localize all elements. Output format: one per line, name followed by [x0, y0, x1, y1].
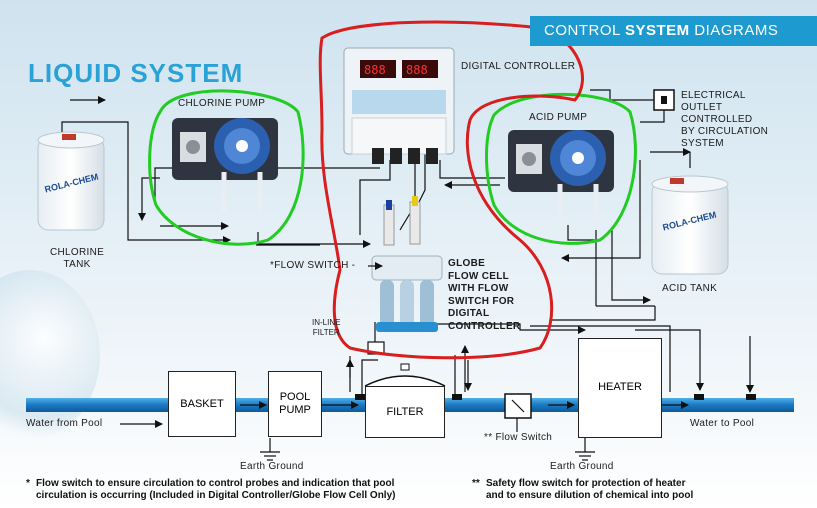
chlorine-tank-label: CHLORINE TANK [50, 247, 105, 270]
footnote-2-marker: ** [472, 478, 480, 489]
filter-label: FILTER [386, 405, 424, 418]
earth-ground-symbol-2 [575, 438, 595, 461]
footnote-1-marker: * [26, 478, 30, 489]
footnote-2-line2: and to ensure dilution of chemical into … [486, 490, 694, 501]
flow-switch-double-label: ** Flow Switch [484, 432, 553, 443]
pool-pump-box: POOL PUMP [268, 371, 322, 437]
banner-bold: SYSTEM [624, 22, 690, 39]
acid-tank [651, 175, 729, 275]
chlorine-pump-device [172, 118, 278, 212]
inline-filter-label: IN-LINE FILTER [312, 318, 341, 337]
footnote-2: ** Safety flow switch for protection of … [472, 478, 812, 502]
svg-text:888: 888 [364, 63, 386, 77]
footnote-1-line1: Flow switch to ensure circulation to con… [36, 478, 395, 489]
water-from-pool-label: Water from Pool [26, 418, 103, 429]
earth-ground-label-2: Earth Ground [550, 461, 614, 472]
acid-pump-device [508, 130, 614, 220]
water-to-pool-label: Water to Pool [690, 418, 755, 429]
acid-pump-label: ACID PUMP [529, 112, 588, 123]
svg-text:888: 888 [406, 63, 428, 77]
filter-dome [364, 375, 446, 387]
globe-flow-cell-label: GLOBE FLOW CELL WITH FLOW SWITCH FOR DIG… [448, 258, 521, 332]
banner-suffix: DIAGRAMS [689, 22, 779, 39]
digital-controller-device: 888 888 [343, 47, 455, 164]
pool-pump-label: POOL PUMP [279, 391, 311, 416]
acid-pump-green-highlight [485, 92, 637, 245]
banner-prefix: CONTROL [544, 22, 625, 39]
safety-flow-switch [504, 393, 532, 419]
heater-label: HEATER [598, 381, 642, 393]
footnote-1: * Flow switch to ensure circulation to c… [26, 478, 466, 502]
page-title: LIQUID SYSTEM [28, 58, 244, 88]
chlorine-tank [37, 131, 105, 231]
chlorine-pump-label: CHLORINE PUMP [178, 98, 266, 109]
electrical-outlet-label: ELECTRICAL OUTLET CONTROLLED BY CIRCULAT… [681, 90, 769, 149]
basket-label: BASKET [180, 397, 224, 410]
globe-flow-cell-device [371, 196, 443, 332]
heater-box: HEATER [578, 338, 662, 438]
filter-box: FILTER [365, 386, 445, 438]
earth-ground-symbol-1 [260, 438, 280, 461]
earth-ground-label-1: Earth Ground [240, 461, 304, 472]
digital-controller-label: DIGITAL CONTROLLER [461, 61, 576, 72]
flow-switch-star-label: *FLOW SWITCH - [270, 260, 356, 271]
basket-box: BASKET [168, 371, 236, 437]
footnote-2-line1: Safety flow switch for protection of hea… [486, 478, 686, 489]
acid-tank-label: ACID TANK [662, 283, 718, 294]
footnote-1-line2: circulation is occurring (Included in Di… [36, 490, 396, 501]
chlorine-pump-green-highlight [148, 89, 305, 246]
control-system-diagrams-banner: CONTROL SYSTEM DIAGRAMS [530, 16, 817, 46]
